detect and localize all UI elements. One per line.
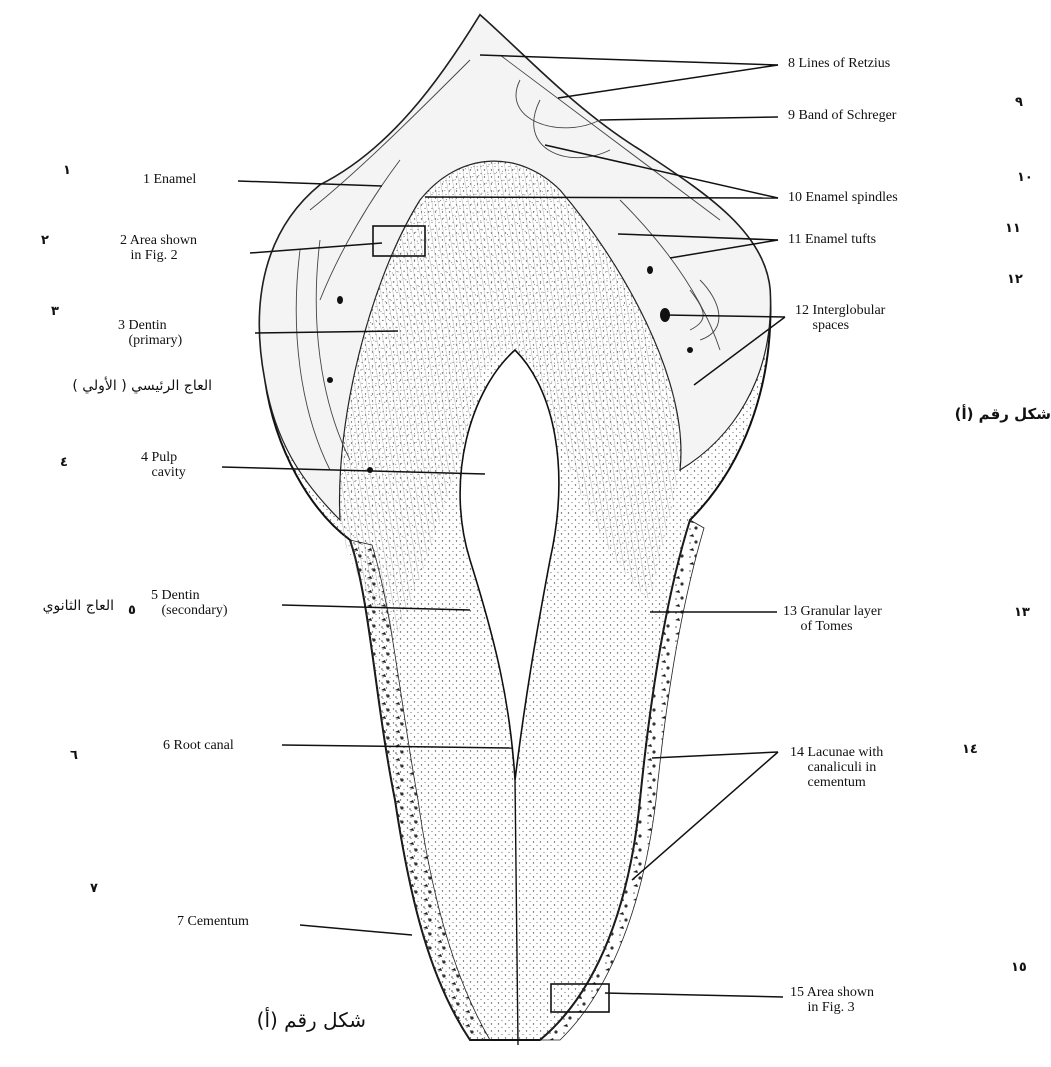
arabic-num-3: ٣: [51, 304, 59, 319]
label-cementum: 7 Cementum: [177, 914, 249, 929]
label-enamel: 1 Enamel: [143, 172, 196, 187]
label-pulp-cavity: 4 Pulp cavity: [141, 450, 186, 480]
arabic-num-9: ٩: [1015, 95, 1023, 110]
arabic-num-7: ٧: [90, 881, 98, 896]
label-enamel-tufts: 11 Enamel tufts: [788, 232, 876, 247]
arabic-num-10: ١٠: [1017, 170, 1033, 185]
arabic-num-13: ١٣: [1014, 605, 1030, 620]
label-granular-tomes: 13 Granular layer of Tomes: [783, 604, 882, 634]
arabic-num-4: ٤: [60, 455, 68, 470]
label-band-schreger: 9 Band of Schreger: [788, 108, 896, 123]
label-dentin-secondary: 5 Dentin (secondary): [151, 588, 228, 618]
arabic-num-1: ١: [63, 163, 71, 178]
arabic-num-5: ٥: [128, 603, 136, 618]
arabic-num-12: ١٢: [1007, 272, 1023, 287]
label-area-fig2: 2 Area shown in Fig. 2: [120, 233, 197, 263]
arabic-num-15: ١٥: [1011, 960, 1027, 975]
arabic-primary-dentin: العاج الرئيسي ( الأولي ): [12, 378, 212, 394]
label-lacunae: 14 Lacunae with canaliculi in cementum: [790, 745, 883, 790]
label-root-canal: 6 Root canal: [163, 738, 234, 753]
caption-right: شكل رقم (أ): [930, 405, 1051, 423]
label-enamel-spindles: 10 Enamel spindles: [788, 190, 898, 205]
label-dentin-primary: 3 Dentin (primary): [118, 318, 182, 348]
label-lines-retzius: 8 Lines of Retzius: [788, 56, 890, 71]
arabic-secondary-dentin: العاج الثانوي: [2, 598, 114, 614]
arabic-num-2: ٢: [41, 233, 49, 248]
arabic-num-6: ٦: [70, 748, 78, 763]
arabic-num-14: ١٤: [962, 742, 978, 757]
label-interglobular: 12 Interglobular spaces: [795, 303, 885, 333]
caption-bottom: شكل رقم (أ): [226, 1008, 366, 1032]
label-area-fig3: 15 Area shown in Fig. 3: [790, 985, 874, 1015]
arabic-num-11: ١١: [1005, 221, 1021, 236]
